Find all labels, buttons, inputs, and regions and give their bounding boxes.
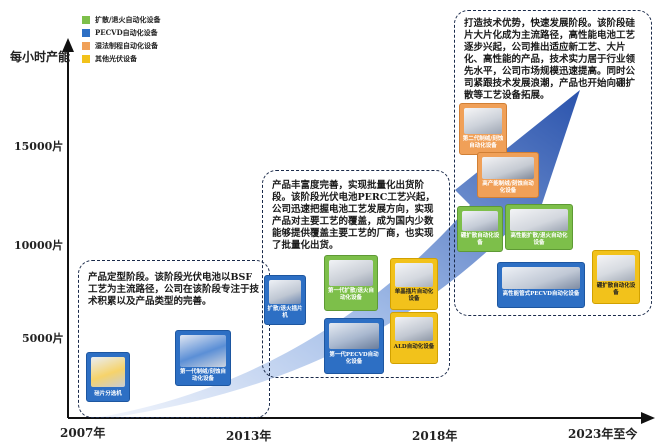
- y-axis-arrowhead: [62, 38, 74, 52]
- legend-swatch-orange: [82, 42, 90, 50]
- equipment-label: 单晶插片自动化设备: [394, 289, 434, 302]
- equipment-illustration: [329, 323, 379, 349]
- equipment-illustration: [597, 255, 635, 281]
- phase-3-text: 打造技术优势，快速发展阶段。该阶段硅片大片化成为主流路径，高性能电池工艺逐步兴起…: [464, 18, 636, 101]
- equipment-card: 高性能扩散/退火自动化设备: [505, 204, 573, 250]
- legend-label: 扩散/退火自动化设备: [95, 15, 161, 24]
- phase-2-text: 产品丰富度完善，实现批量化出货阶段。该阶段光伏电池PERC工艺兴起，公司迅速把握…: [272, 180, 435, 251]
- equipment-label: 扩散/退火插片机: [267, 306, 303, 319]
- y-tick-15000: 15000片: [14, 140, 64, 153]
- y-tick-10000: 10000片: [14, 239, 64, 252]
- equipment-card: 扩散/退火插片机: [264, 275, 306, 325]
- legend-label: 其他光伏设备: [95, 54, 137, 63]
- equipment-card: 硼扩散自动化设备: [457, 206, 503, 252]
- equipment-label: 第一代PECVD自动化设备: [329, 352, 379, 365]
- legend-label: 湿法制程自动化设备: [95, 41, 158, 50]
- equipment-card: 第一代制绒/刻蚀自动化设备: [175, 330, 231, 386]
- equipment-label: 高性能扩散/退火自动化设备: [510, 233, 568, 246]
- phase-box-3: [454, 10, 652, 316]
- equipment-illustration: [180, 335, 226, 367]
- equipment-card: 第一代扩散/退火自动化设备: [324, 255, 378, 311]
- equipment-illustration: [482, 157, 534, 179]
- equipment-card: ALD自动化设备: [390, 312, 438, 364]
- legend-item-wet-process: 湿法制程自动化设备: [82, 41, 158, 51]
- equipment-label: ALD自动化设备: [393, 344, 435, 350]
- x-tick-2018: 2018年: [412, 429, 458, 443]
- equipment-label: 第二代制绒/刻蚀自动化设备: [462, 136, 504, 149]
- phase-1-text: 产品定型阶段。该阶段光伏电池以BSF工艺为主流路径，公司在该阶段专注于技术积累以…: [88, 272, 260, 307]
- x-axis-arrowhead: [641, 412, 655, 424]
- equipment-illustration: [91, 357, 125, 387]
- equipment-card: 高产能制绒/刻蚀自动化设备: [477, 152, 539, 198]
- equipment-illustration: [510, 209, 568, 231]
- phase-box-2: [262, 170, 450, 378]
- phase-box-1: [78, 260, 270, 418]
- legend-item-other: 其他光伏设备: [82, 54, 137, 64]
- equipment-label: 第一代扩散/退火自动化设备: [327, 288, 374, 301]
- x-tick-2013: 2013年: [226, 429, 272, 443]
- equipment-card: 单晶插片自动化设备: [390, 258, 438, 310]
- legend-swatch-green: [82, 16, 90, 24]
- equipment-illustration: [462, 211, 498, 231]
- equipment-illustration: [395, 317, 433, 341]
- legend-swatch-blue: [82, 29, 90, 37]
- equipment-illustration: [395, 263, 433, 287]
- legend-label: PECVD自动化设备: [95, 28, 158, 37]
- equipment-label: 高性能管式PECVD自动化设备: [502, 291, 580, 297]
- x-tick-2023: 2023年至今: [568, 427, 638, 441]
- equipment-illustration: [502, 267, 580, 289]
- y-tick-5000: 5000片: [22, 332, 64, 345]
- equipment-card: 高性能管式PECVD自动化设备: [497, 262, 585, 308]
- legend-swatch-yellow: [82, 55, 90, 63]
- y-axis-title: 每小时产能: [10, 50, 71, 64]
- equipment-card: 第一代PECVD自动化设备: [324, 318, 384, 374]
- x-tick-2007: 2007年: [60, 426, 106, 440]
- equipment-card: 硅片分选机: [86, 352, 130, 402]
- equipment-label: 硅片分选机: [94, 391, 122, 397]
- equipment-label: 硼扩散自动化设备: [460, 233, 500, 246]
- legend-item-pecvd: PECVD自动化设备: [82, 28, 158, 38]
- equipment-illustration: [269, 280, 301, 304]
- equipment-card: 第二代制绒/刻蚀自动化设备: [459, 103, 507, 155]
- equipment-label: 硼扩散自动化设备: [596, 283, 636, 296]
- equipment-illustration: [329, 260, 373, 286]
- equipment-card: 硼扩散自动化设备: [592, 250, 640, 304]
- growth-arrow: [95, 90, 580, 420]
- equipment-illustration: [464, 108, 502, 134]
- equipment-label: 高产能制绒/刻蚀自动化设备: [482, 181, 534, 194]
- equipment-label: 第一代制绒/刻蚀自动化设备: [179, 369, 226, 382]
- legend-item-diffusion: 扩散/退火自动化设备: [82, 15, 161, 25]
